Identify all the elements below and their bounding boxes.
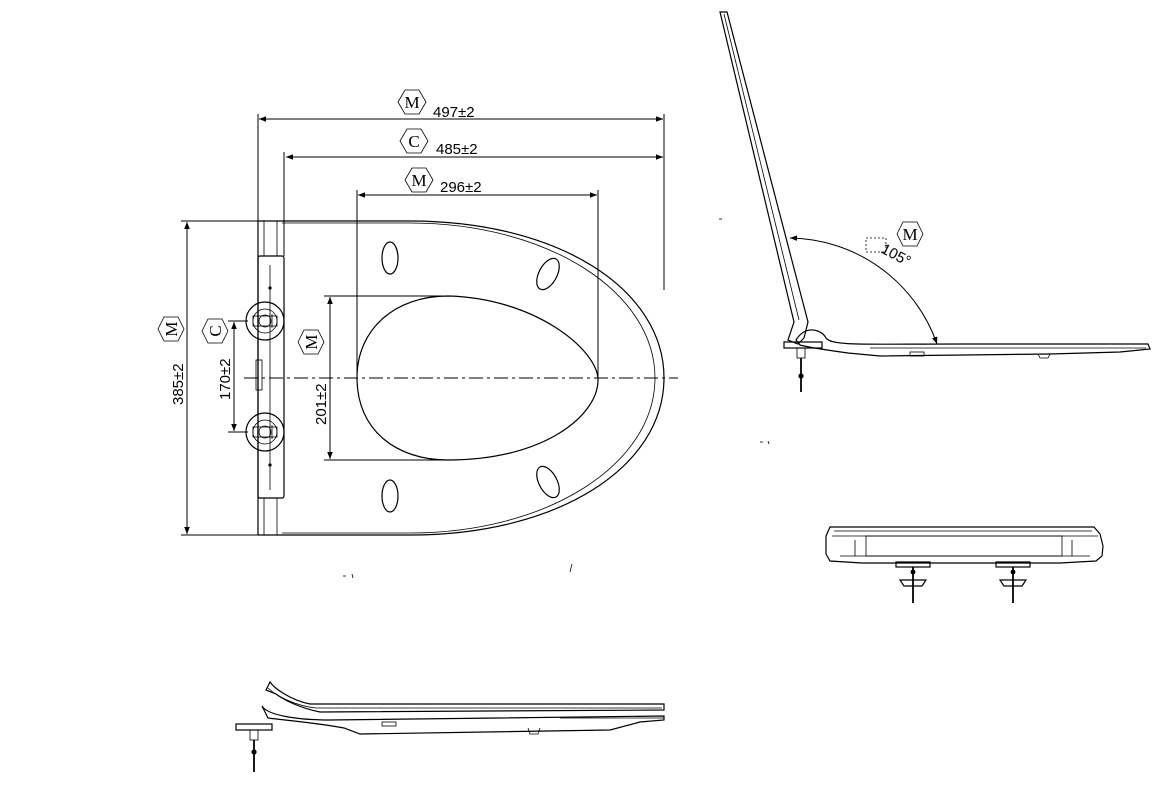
bumper-oval-2 — [536, 257, 560, 291]
dim-value: 296±2 — [440, 179, 482, 196]
dim-opening-width: M 201±2 — [297, 295, 448, 461]
seat-side — [795, 329, 1151, 357]
bumper-oval-1 — [381, 241, 399, 275]
badge-letter: M — [404, 93, 419, 112]
dim-value: 385±2 — [170, 363, 187, 405]
rear-view — [825, 526, 1104, 603]
side-view-closed — [235, 680, 665, 772]
rear-bolt-left — [895, 561, 931, 603]
dim-opening-length: M 296±2 — [356, 167, 599, 378]
mounting-bolt-side — [783, 341, 823, 392]
mounting-bolt-closed — [235, 723, 273, 772]
hinge-strip — [257, 255, 285, 499]
angle-value: 105° — [878, 241, 913, 271]
bumper-oval-3 — [381, 479, 399, 513]
dim-value: 201±2 — [313, 383, 330, 425]
seat-opening-outline — [356, 295, 599, 461]
badge-letter: M — [902, 225, 917, 244]
dim-length-c: C 485±2 — [283, 128, 663, 256]
dim-value: 497±2 — [433, 104, 475, 121]
badge-letter: M — [302, 334, 321, 349]
bumper-oval-4 — [536, 465, 560, 499]
badge-letter: C — [206, 325, 225, 336]
side-view-open: M 105° — [719, 11, 1151, 392]
top-view — [244, 220, 678, 536]
dim-value: 170±2 — [217, 358, 234, 400]
hinge-fitting-bottom — [245, 412, 285, 452]
dim-value: 485±2 — [436, 141, 478, 158]
hinge-fitting-top — [245, 301, 285, 341]
badge-letter: C — [408, 132, 419, 151]
dim-overall-width: M 385±2 — [157, 220, 258, 536]
dim-overall-length: M 497±2 — [257, 89, 665, 290]
rear-seat-outline — [825, 526, 1104, 564]
badge-letter: M — [411, 171, 426, 190]
seat-closed-body — [261, 705, 665, 735]
angle-arc — [789, 235, 938, 345]
lid-closed — [265, 680, 665, 713]
badge-letter: M — [162, 321, 181, 336]
rear-bolt-right — [995, 561, 1031, 603]
stray-marks — [343, 218, 770, 579]
dim-hinge-spacing: C 170±2 — [201, 318, 248, 433]
